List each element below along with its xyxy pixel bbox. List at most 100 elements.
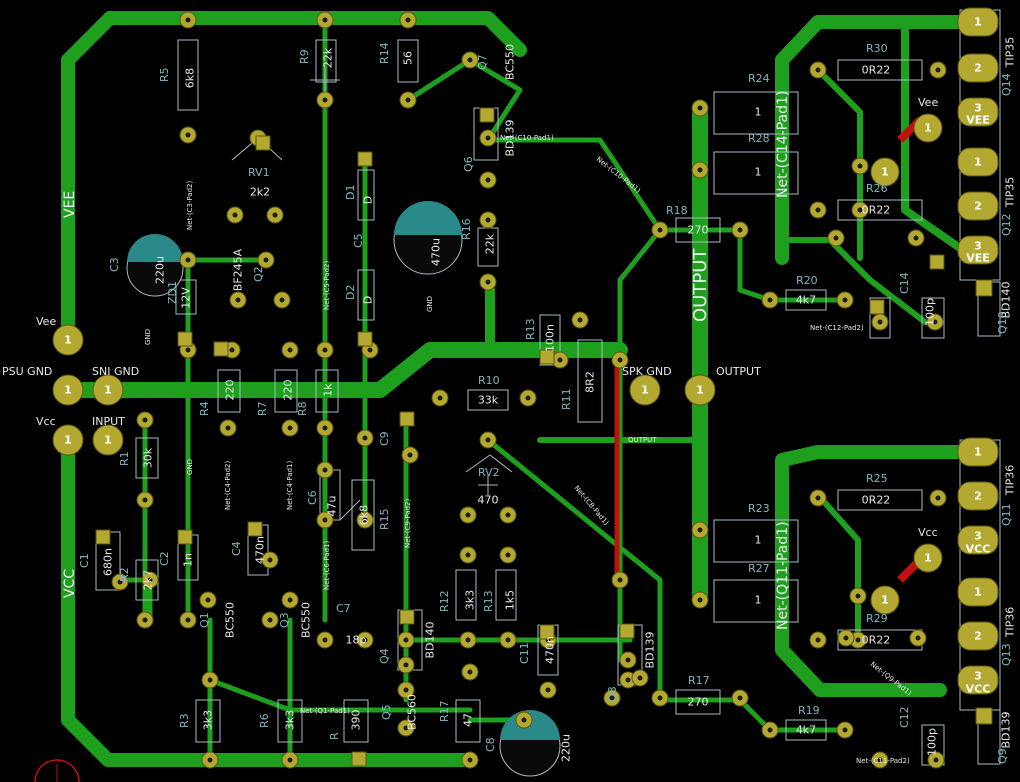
label-psu-gnd: PSU GND (2, 365, 52, 378)
ref-r13: R13 (524, 318, 537, 340)
net-gnd-3: GND (426, 296, 434, 312)
label-net-q11: Net-(Q11-Pad1) (775, 521, 791, 630)
pad-hole-34 (767, 297, 773, 303)
q11-pin2: 2 (974, 490, 982, 503)
pad-hole-85 (842, 727, 848, 733)
q12-pin1: 1 (974, 156, 982, 169)
net-q1: Net-(Q1-Pad1) (300, 707, 350, 715)
value-r14: 56 (402, 51, 415, 65)
ref-q2: Q2 (252, 266, 265, 282)
pad-vcc-rt: 1 (924, 552, 932, 565)
value-q5: BC560 (406, 694, 419, 730)
pad-hole-27 (815, 67, 821, 73)
pad-hole-38 (185, 347, 191, 353)
value-r13b: 1k5 (504, 590, 517, 610)
value-c11: 470n (544, 636, 557, 664)
pad-hole-96 (403, 725, 409, 731)
pad-hole-97 (467, 669, 473, 675)
value-q7: BC550 (504, 44, 517, 80)
ref-r24: R24 (748, 72, 770, 85)
ref-r12: R12 (438, 590, 451, 612)
pad-hole-43 (225, 425, 231, 431)
pad-hole-41 (322, 347, 328, 353)
ref-d1: D1 (344, 185, 357, 200)
value-d1: D (362, 196, 375, 204)
pad-hole-14 (235, 297, 241, 303)
pad-hole-2 (405, 17, 411, 23)
value-c12: 100p (926, 728, 939, 756)
pad-hole-62 (465, 512, 471, 518)
value-q14: TIP35 (1004, 37, 1017, 69)
ref-c2: C2 (158, 551, 171, 566)
value-r11: 8R2 (584, 371, 597, 393)
value-q3: BC550 (300, 602, 313, 638)
ref-r25: R25 (866, 472, 888, 485)
pad-hole-72 (617, 577, 623, 583)
ref-r17: R17 (438, 700, 451, 722)
pad-hole-79 (815, 637, 821, 643)
net-gnd-1: GND (144, 329, 152, 345)
value-r12: 3k3 (464, 590, 477, 610)
big-pads: 1 1 1 1 1 1 1 1 1 1 1 (52, 113, 943, 615)
ref-r18: R18 (666, 204, 688, 217)
ref-q5: Q5 (380, 704, 393, 720)
pad-hole-31 (857, 207, 863, 213)
ref-r4: R4 (198, 401, 211, 416)
value-r13: 100n (544, 324, 557, 352)
value-r-39: 390 (350, 710, 363, 731)
value-r19: 4k7 (796, 724, 816, 737)
pad-hole-101 (637, 675, 643, 681)
value-r8: 1k (322, 383, 335, 397)
ref-r9: R9 (298, 49, 311, 64)
pad-psu-gnd: 1 (64, 384, 72, 397)
value-c6: 47u (326, 496, 339, 517)
ref-q6: Q6 (462, 156, 475, 172)
pad-hole-88 (207, 677, 213, 683)
value-r2: 2k7 (142, 570, 155, 590)
pad-vee: 1 (64, 334, 72, 347)
pad-hole-22 (525, 395, 531, 401)
pad-hole-28 (935, 67, 941, 73)
ref-c12: C12 (898, 706, 911, 728)
value-q13: TIP36 (1004, 607, 1017, 639)
ref-c9: C9 (378, 431, 391, 446)
pad-hole-50 (185, 617, 191, 623)
pad-hole-99 (521, 717, 527, 723)
pad-hole-37 (932, 319, 938, 325)
value-r9: 22k (322, 47, 335, 68)
tip-connectors: 1 2 3 VEE 1 2 3 VEE 1 2 3 VCC 1 2 3 VCC (957, 7, 999, 696)
origin-marker (34, 759, 80, 782)
pad-hole-45 (322, 425, 328, 431)
pad-hole-48 (147, 577, 153, 583)
q14-pin2: 2 (974, 62, 982, 75)
q14-pin3: 3 (974, 102, 982, 115)
pad-hole-25 (697, 105, 703, 111)
ref-c1: C1 (78, 553, 91, 568)
pad-hole-7 (485, 135, 491, 141)
value-r24: 1 (755, 106, 762, 119)
ref-r26: R26 (866, 182, 888, 195)
pad-sni-gnd: 1 (104, 384, 112, 397)
net-c9: Net-(C9-Pad2) (404, 498, 412, 548)
pad-hole-49 (117, 579, 123, 585)
value-r7: 220 (282, 380, 295, 401)
pad-hole-42 (367, 347, 373, 353)
label-vee-right: Vee (918, 96, 938, 109)
value-r15: 6k8 (358, 505, 371, 525)
pad-hole-94 (403, 662, 409, 668)
label-spk-gnd: SPK GND (622, 365, 672, 378)
pad-hole-82 (843, 635, 849, 641)
square-pads (95, 107, 993, 767)
rail-labels: VEE VCC OUTPUT Net-(C14-Pad1) Net-(Q11-P… (2, 91, 938, 630)
pad-hole-12 (185, 257, 191, 263)
ref-r23: R23 (748, 502, 770, 515)
pad-hole-70 (625, 657, 631, 663)
value-q12: TIP35 (1004, 177, 1017, 209)
ref-r13b: R13 (482, 590, 495, 612)
net-c10b: Net-(C10-Pad1) (500, 134, 554, 142)
value-zd1: 12V (180, 287, 193, 309)
ref-q14: Q14 (1000, 73, 1013, 96)
ref-c5: C5 (352, 233, 365, 248)
pad-hole-61 (485, 437, 491, 443)
